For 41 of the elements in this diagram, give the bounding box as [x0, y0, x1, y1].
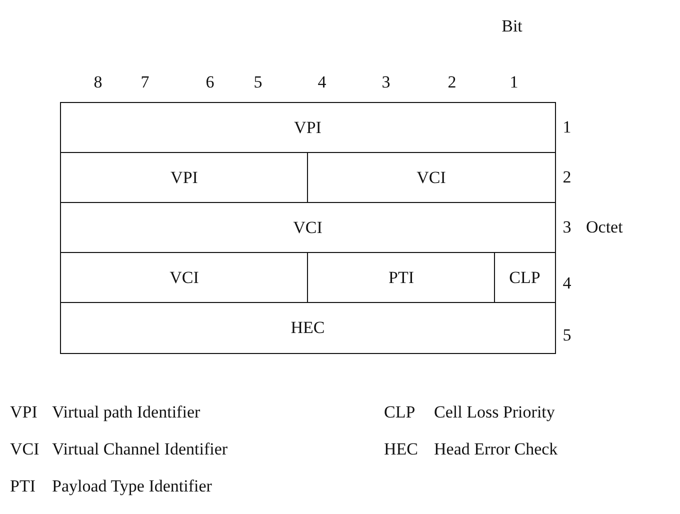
field-cell	[60, 202, 556, 254]
axis-title: Bit	[502, 18, 522, 34]
field-name: VPI	[294, 118, 322, 138]
bit-number: 5	[254, 74, 262, 90]
bit-number: 7	[140, 74, 150, 90]
bit-number: 1	[510, 74, 518, 90]
octet-number: 4	[562, 274, 572, 292]
definition: Virtual Channel Identifier	[52, 440, 228, 458]
definition: Cell Loss Priority	[434, 404, 555, 420]
axis-title: Octet	[586, 218, 623, 236]
field-name: HEC	[290, 318, 325, 338]
field-cell	[60, 302, 556, 354]
bit-number: 6	[206, 74, 214, 90]
field-cell	[60, 152, 308, 204]
field-name: PTI	[388, 268, 414, 288]
field-cell	[307, 252, 496, 304]
bit-number: 4	[318, 74, 326, 90]
bit-number: 3	[382, 74, 390, 90]
octet-number: 1	[562, 118, 572, 136]
abbreviation: CLP	[384, 404, 416, 420]
field-cell	[307, 152, 556, 204]
definition: Virtual path Identifier	[52, 404, 200, 420]
abbreviation: HEC	[384, 440, 418, 458]
octet-number: 3	[562, 218, 572, 236]
field-cell	[60, 102, 556, 154]
abbreviation: VCI	[10, 440, 40, 458]
field-name: VPI	[170, 168, 198, 188]
field-name: CLP	[509, 268, 540, 288]
bit-number: 2	[448, 74, 456, 90]
bit-number: 8	[94, 74, 102, 90]
definition: Head Error Check	[434, 440, 558, 458]
field-name: VCI	[293, 218, 322, 238]
field-cell	[494, 252, 556, 304]
field-name: VCI	[170, 268, 199, 288]
abbreviation: PTI	[10, 478, 36, 494]
field-name: VCI	[416, 168, 446, 188]
abbreviation: VPI	[10, 404, 38, 420]
field-cell	[60, 252, 308, 304]
definition: Payload Type Identifier	[52, 478, 212, 494]
octet-number: 5	[562, 326, 572, 344]
octet-number: 2	[562, 168, 572, 186]
